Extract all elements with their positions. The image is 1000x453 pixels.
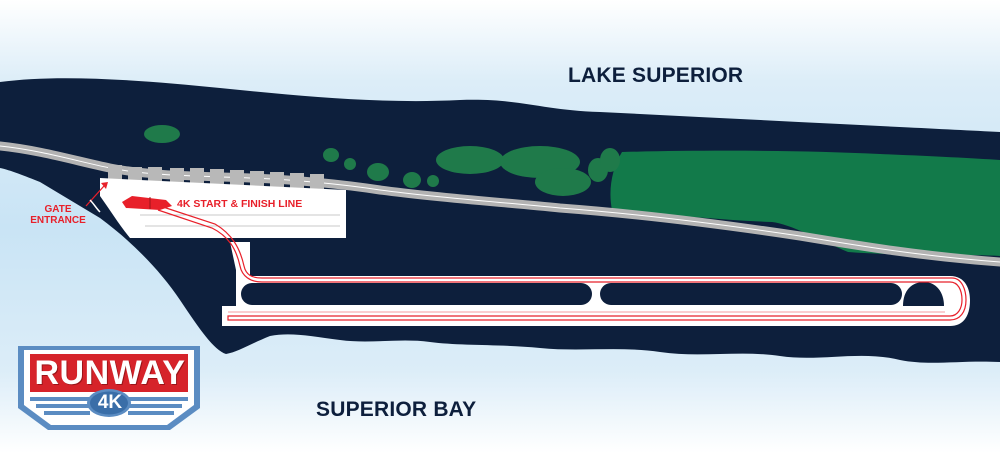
hangar-buildings xyxy=(108,165,324,190)
superior-bay-label: SUPERIOR BAY xyxy=(316,398,477,421)
runway-infield-right xyxy=(600,283,902,305)
trees xyxy=(144,125,620,196)
runway-infield-left xyxy=(241,283,592,305)
start-finish-label: 4K START & FINISH LINE xyxy=(177,198,303,210)
logo-badge: 4K xyxy=(97,392,123,413)
gate-label-line1: GATE xyxy=(44,204,72,215)
start-finish-marker-icon xyxy=(122,196,172,210)
airport-apron xyxy=(100,178,346,238)
gate-entrance-label: GATE ENTRANCE xyxy=(28,204,88,226)
runway-4k-logo xyxy=(18,346,200,430)
park-green-area xyxy=(610,150,1000,256)
lake-superior-label: LAKE SUPERIOR xyxy=(568,64,744,87)
gate-label-line2: ENTRANCE xyxy=(30,215,86,226)
gate-arrow-icon xyxy=(85,182,108,213)
main-road-centerline xyxy=(0,145,1000,263)
race-route xyxy=(157,205,967,321)
runway-turnaround xyxy=(903,282,944,306)
logo-title: RUNWAY xyxy=(34,354,186,392)
